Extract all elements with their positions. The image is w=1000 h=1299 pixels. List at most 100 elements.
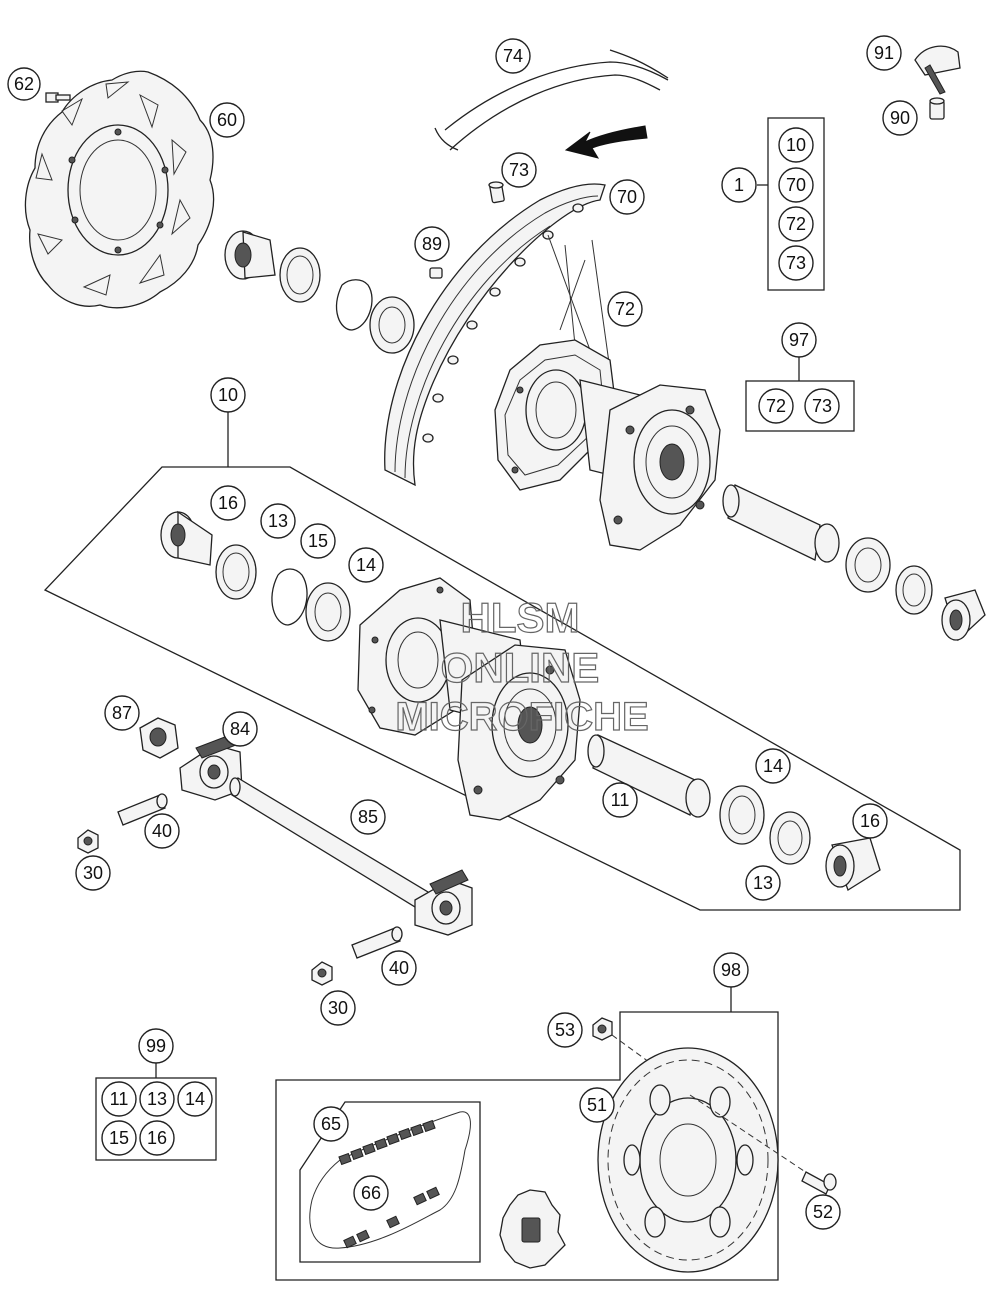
callout-30-bottom: 30 xyxy=(320,990,356,1026)
svg-text:87: 87 xyxy=(112,703,132,723)
rear-sprocket xyxy=(597,1047,811,1273)
spacer-right-top xyxy=(941,589,986,642)
hub-kit-outline xyxy=(43,408,961,911)
svg-text:72: 72 xyxy=(615,299,635,319)
callout-53: 53 xyxy=(547,1012,583,1048)
rim-lock xyxy=(914,45,961,95)
callout-box99-15: 15 xyxy=(101,1120,137,1156)
callout-84: 84 xyxy=(222,711,258,747)
svg-text:53: 53 xyxy=(555,1020,575,1040)
seal-right-top xyxy=(895,565,933,615)
svg-text:52: 52 xyxy=(813,1202,833,1222)
callout-60: 60 xyxy=(209,102,245,138)
kit-box-1 xyxy=(757,117,825,291)
watermark: HLSM ONLINE MICROFICHE xyxy=(395,593,650,739)
adjuster-nut-87 xyxy=(139,717,179,759)
callout-62: 62 xyxy=(7,67,41,101)
svg-text:70: 70 xyxy=(786,175,806,195)
svg-text:99: 99 xyxy=(146,1036,166,1056)
svg-text:11: 11 xyxy=(611,790,630,810)
rim xyxy=(384,183,611,487)
callout-box97-73: 73 xyxy=(804,388,840,424)
svg-text:15: 15 xyxy=(308,531,328,551)
callout-70: 70 xyxy=(609,179,645,215)
callout-73: 73 xyxy=(501,152,537,188)
svg-text:74: 74 xyxy=(503,46,523,66)
svg-text:40: 40 xyxy=(389,958,409,978)
callout-box99-16: 16 xyxy=(139,1120,175,1156)
svg-text:14: 14 xyxy=(356,555,376,575)
brake-disc xyxy=(24,70,215,309)
svg-text:16: 16 xyxy=(218,493,238,513)
callout-11: 11 xyxy=(602,782,638,818)
rim-lock-nut xyxy=(929,97,945,120)
watermark-line2: ONLINE xyxy=(441,644,600,691)
circlip-top xyxy=(336,279,373,331)
drive-chain xyxy=(309,1111,471,1249)
sprocket-nut xyxy=(592,1017,661,1071)
rear-hub xyxy=(357,577,581,821)
callout-14-right: 14 xyxy=(755,748,791,784)
kit-box-99 xyxy=(95,1062,217,1161)
callout-box1-73: 73 xyxy=(778,245,814,281)
valve-cap xyxy=(488,181,505,204)
callout-99: 99 xyxy=(138,1028,174,1064)
callout-box99-13: 13 xyxy=(139,1081,175,1117)
nut-30a xyxy=(77,829,99,854)
callout-51: 51 xyxy=(579,1087,615,1123)
svg-text:62: 62 xyxy=(14,74,34,94)
svg-text:91: 91 xyxy=(874,43,894,63)
rear-hub-assembled xyxy=(494,339,721,551)
callout-97: 97 xyxy=(781,322,817,358)
svg-text:16: 16 xyxy=(147,1128,167,1148)
svg-text:13: 13 xyxy=(147,1089,167,1109)
svg-text:14: 14 xyxy=(185,1089,205,1109)
spacer-tube-top xyxy=(722,484,840,563)
callout-box1-70: 70 xyxy=(778,167,814,203)
callout-16-right: 16 xyxy=(852,803,888,839)
callout-91: 91 xyxy=(866,35,902,71)
callout-box1-72: 72 xyxy=(778,206,814,242)
callout-89: 89 xyxy=(414,226,450,262)
nut-30b xyxy=(311,961,333,986)
callout-40-bottom: 40 xyxy=(381,950,417,986)
callout-30-top: 30 xyxy=(75,855,111,891)
svg-text:14: 14 xyxy=(763,756,783,776)
svg-text:84: 84 xyxy=(230,719,250,739)
callout-90: 90 xyxy=(882,100,918,136)
svg-text:72: 72 xyxy=(786,214,806,234)
svg-text:73: 73 xyxy=(509,160,529,180)
svg-text:70: 70 xyxy=(617,187,637,207)
callout-box99-11: 11 xyxy=(101,1081,137,1117)
bearing-right xyxy=(719,785,765,845)
watermark-line3: MICROFICHE xyxy=(395,695,648,739)
svg-text:30: 30 xyxy=(328,998,348,1018)
svg-text:1: 1 xyxy=(734,175,744,195)
svg-text:73: 73 xyxy=(812,396,832,416)
spacer-left xyxy=(160,510,213,566)
sprocket-bolt xyxy=(801,1171,837,1195)
disc-bolt xyxy=(45,92,71,103)
svg-text:97: 97 xyxy=(789,330,809,350)
adjuster-screw-40b xyxy=(351,926,403,959)
tire-arc xyxy=(434,49,669,151)
kit-box-97 xyxy=(745,357,855,432)
seal-left-top xyxy=(279,247,321,303)
axle xyxy=(229,777,429,911)
svg-text:13: 13 xyxy=(268,511,288,531)
chain-adjuster-84 xyxy=(179,734,243,801)
svg-text:51: 51 xyxy=(587,1095,607,1115)
callout-66: 66 xyxy=(353,1175,389,1211)
seal-right xyxy=(769,811,811,865)
rotation-arrow-icon xyxy=(564,125,648,159)
svg-text:89: 89 xyxy=(422,234,442,254)
adjuster-screw-40a xyxy=(117,793,168,826)
svg-text:65: 65 xyxy=(321,1114,341,1134)
callout-16-left: 16 xyxy=(210,485,246,521)
svg-text:30: 30 xyxy=(83,863,103,883)
front-sprocket xyxy=(499,1189,566,1269)
svg-text:60: 60 xyxy=(217,110,237,130)
callout-box99-14: 14 xyxy=(177,1081,213,1117)
chain-adjuster-85 xyxy=(414,869,473,936)
